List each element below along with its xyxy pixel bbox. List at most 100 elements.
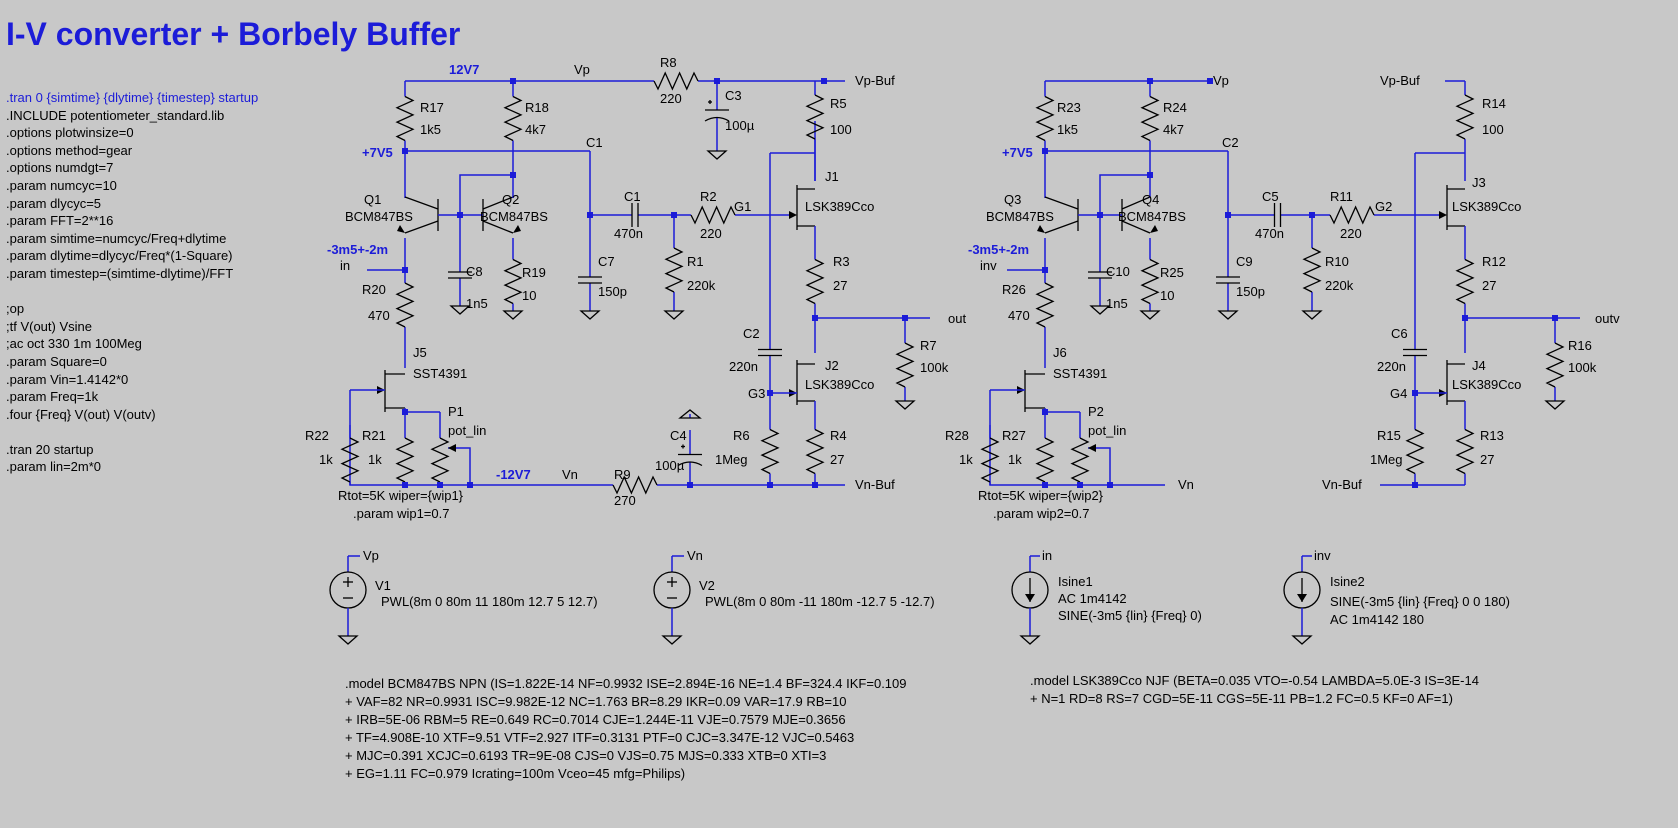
- spice-directive-line[interactable]: [6, 423, 258, 441]
- spice-directive-line[interactable]: .param dlytime=dlycyc/Freq*(1-Square): [6, 248, 233, 264]
- junction-dot: [437, 482, 443, 488]
- net-label-7v5: +7V5: [362, 145, 393, 160]
- label: R26: [1002, 282, 1026, 297]
- spice-directive-line[interactable]: .param numcyc=10: [6, 177, 117, 193]
- spice-directive-line[interactable]: .param Vin=1.4142*0: [6, 371, 129, 387]
- pot2-params: Rtot=5K wiper={wip2}: [978, 488, 1104, 503]
- label: 27: [1480, 452, 1494, 467]
- source-arrow: [1025, 594, 1035, 602]
- spice-directive-line[interactable]: .param timestep=(simtime-dlytime)/FFT: [6, 265, 234, 281]
- source-arrow: [1297, 594, 1307, 602]
- ground-symbol: [1301, 310, 1323, 320]
- spice-directive-line[interactable]: .param Freq=1k: [6, 389, 99, 405]
- resistor-symbol: [1035, 95, 1055, 142]
- pot-wiper: [1088, 444, 1096, 452]
- ground-symbol: [1139, 310, 1161, 320]
- net-label-vpbuf: Vp-Buf: [855, 73, 895, 88]
- spice-directive-line[interactable]: .options method=gear: [6, 142, 133, 158]
- label: 220: [1340, 226, 1362, 241]
- label: 220n: [1377, 359, 1406, 374]
- model-line[interactable]: .model BCM847BS NPN (IS=1.822E-14 NF=0.9…: [345, 676, 907, 691]
- spice-directive-line[interactable]: ;tf V(out) Vsine: [6, 318, 92, 334]
- label: 1k: [1008, 452, 1022, 467]
- model-line[interactable]: + VAF=82 NR=0.9931 ISC=9.982E-12 NC=1.76…: [345, 694, 847, 709]
- spice-directive-line[interactable]: .INCLUDE potentiometer_standard.lib: [6, 107, 225, 123]
- label: BCM847BS: [345, 209, 413, 224]
- net-label-vn: Vn: [562, 467, 578, 482]
- label: 27: [1482, 278, 1496, 293]
- ground-symbol: [663, 310, 685, 320]
- net-label-g3: G3: [748, 386, 765, 401]
- junction-dot: [812, 482, 818, 488]
- label: R22: [305, 428, 329, 443]
- ground-symbol: [1291, 635, 1313, 645]
- spice-directive-line[interactable]: .options plotwinsize=0: [6, 125, 134, 141]
- label: C1: [624, 189, 641, 204]
- label: 1k: [319, 452, 333, 467]
- spice-directive-line[interactable]: .param simtime=numcyc/Freq+dlytime: [6, 230, 227, 246]
- label: SINE(-3m5 {lin} {Freq} 0 0 180): [1330, 594, 1510, 609]
- label: C5: [1262, 189, 1279, 204]
- label: 1k5: [1057, 122, 1078, 137]
- v2-net: Vn: [687, 548, 703, 563]
- junction-dot: [402, 148, 408, 154]
- label: 150p: [1236, 284, 1265, 299]
- resistor-symbol: [1545, 342, 1565, 388]
- spice-directive-line[interactable]: .tran 0 {simtime} {dlytime} {timestep} s…: [6, 90, 259, 105]
- label: 150p: [598, 284, 627, 299]
- wire: [448, 447, 471, 485]
- label: PWL(8m 0 80m 11 180m 12.7 5 12.7): [381, 594, 598, 609]
- ground-symbol: [502, 310, 524, 320]
- spice-directive-line[interactable]: .param Square=0: [6, 353, 107, 369]
- net-label-7v5-r: +7V5: [1002, 145, 1033, 160]
- spice-directive-line[interactable]: .param lin=2m*0: [6, 459, 102, 475]
- spice-directives: .tran 0 {simtime} {dlytime} {timestep} s…: [6, 89, 258, 476]
- label: Q1: [364, 192, 381, 207]
- resistor-symbol: [805, 258, 825, 305]
- label: 470: [368, 308, 390, 323]
- part-line: [404, 220, 439, 234]
- label: pot_lin: [448, 423, 486, 438]
- resistor-symbol: [1405, 428, 1425, 475]
- model-line[interactable]: + TF=4.908E-10 XTF=9.51 VTF=2.927 ITF=0.…: [345, 730, 855, 745]
- resistor-symbol: [430, 437, 450, 483]
- spice-directive-line[interactable]: ;ac oct 330 1m 100Meg: [6, 336, 142, 352]
- label: 470: [1008, 308, 1030, 323]
- spice-directive-line[interactable]: .four {Freq} V(out) V(outv): [6, 406, 156, 422]
- part-line: [482, 196, 514, 210]
- label: R10: [1325, 254, 1349, 269]
- spice-directive-line[interactable]: [6, 283, 258, 301]
- junction-dot: [1042, 482, 1048, 488]
- net-label-vnbuf: Vn-Buf: [855, 477, 895, 492]
- label: 1k: [368, 452, 382, 467]
- model-line[interactable]: + MJC=0.391 XCJC=0.6193 TR=9E-08 CJS=0 V…: [345, 748, 827, 763]
- label: BCM847BS: [1118, 209, 1186, 224]
- label: Isine2: [1330, 574, 1365, 589]
- resistor-symbol: [395, 95, 415, 142]
- model-line[interactable]: + EG=1.11 FC=0.979 Icrating=100m Vceo=45…: [345, 766, 686, 781]
- resistor-symbol: [1302, 247, 1322, 293]
- label: R11: [1330, 189, 1353, 204]
- spice-directive-line[interactable]: ;op: [6, 301, 25, 317]
- label: R6: [733, 428, 750, 443]
- spice-directive-line[interactable]: .param FFT=2**16: [6, 213, 114, 229]
- schematic-title: I-V converter + Borbely Buffer: [6, 16, 461, 52]
- label: 220: [700, 226, 722, 241]
- label: LSK389Cco: [805, 377, 874, 392]
- resistor-symbol: [805, 428, 825, 475]
- spice-directive-line[interactable]: .options numdgt=7: [6, 160, 114, 176]
- resistor-symbol: [895, 342, 915, 388]
- spice-directive-line[interactable]: .tran 20 startup: [6, 441, 94, 457]
- model-line[interactable]: + N=1 RD=8 RS=7 CGD=5E-11 CGS=5E-11 PB=1…: [1030, 691, 1453, 706]
- spice-directive-line[interactable]: .param dlycyc=5: [6, 195, 102, 211]
- junction-dot: [1412, 482, 1418, 488]
- resistor-symbol: [664, 247, 684, 293]
- junction-dot: [1107, 482, 1113, 488]
- model-line[interactable]: + IRB=5E-06 RBM=5 RE=0.649 RC=0.7014 CJE…: [345, 712, 846, 727]
- label: 1Meg: [1370, 452, 1403, 467]
- transistor-arrow: [1037, 225, 1045, 233]
- junction-dot: [1077, 482, 1083, 488]
- model-line[interactable]: .model LSK389Cco NJF (BETA=0.035 VTO=-0.…: [1030, 673, 1479, 688]
